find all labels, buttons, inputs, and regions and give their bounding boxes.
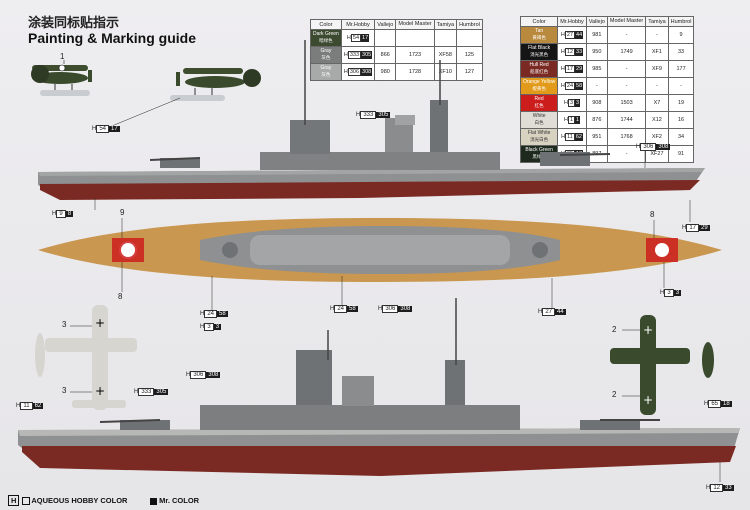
top-seaplane-right xyxy=(170,68,261,101)
callout-num-deck-stern: 8 xyxy=(650,210,655,219)
paint-code-cell: 127 xyxy=(456,63,483,81)
svg-text:+: + xyxy=(95,384,105,398)
callout-num-left-plane-2: 3 xyxy=(62,386,67,395)
top-ship-profile xyxy=(38,40,705,200)
callout-num-left-plane-1: 3 xyxy=(62,320,67,329)
svg-text:+: + xyxy=(643,323,653,337)
callout-num-top-plane: 1 xyxy=(60,52,65,61)
bottom-ship-profile xyxy=(18,298,740,476)
leader-lines xyxy=(70,150,721,482)
title-english: Painting & Marking guide xyxy=(28,30,197,46)
paint-code-cell: 91 xyxy=(667,145,695,163)
top-seaplane-left xyxy=(31,64,92,96)
footer-mr-color-legend: Mr. COLOR xyxy=(150,496,199,505)
footer-aqueous-legend: H AQUEOUS HOBBY COLOR xyxy=(8,495,127,506)
paint-code-cell: 1728 xyxy=(395,63,435,81)
right-seaplane-topview: + + xyxy=(610,315,714,415)
callout-num-deck-left: 8 xyxy=(118,292,123,301)
callout-num-right-plane-1: 2 xyxy=(612,325,617,334)
callout-num-deck-bow: 9 xyxy=(120,208,125,217)
svg-text:+: + xyxy=(95,316,105,330)
callout-num-right-plane-2: 2 xyxy=(612,390,617,399)
left-seaplane-topview: + + xyxy=(35,305,137,410)
svg-text:+: + xyxy=(643,393,653,407)
title-chinese: 涂装同标贴指示 xyxy=(28,16,120,31)
paint-code-cell: - xyxy=(645,26,669,44)
deck-plan xyxy=(38,218,722,282)
